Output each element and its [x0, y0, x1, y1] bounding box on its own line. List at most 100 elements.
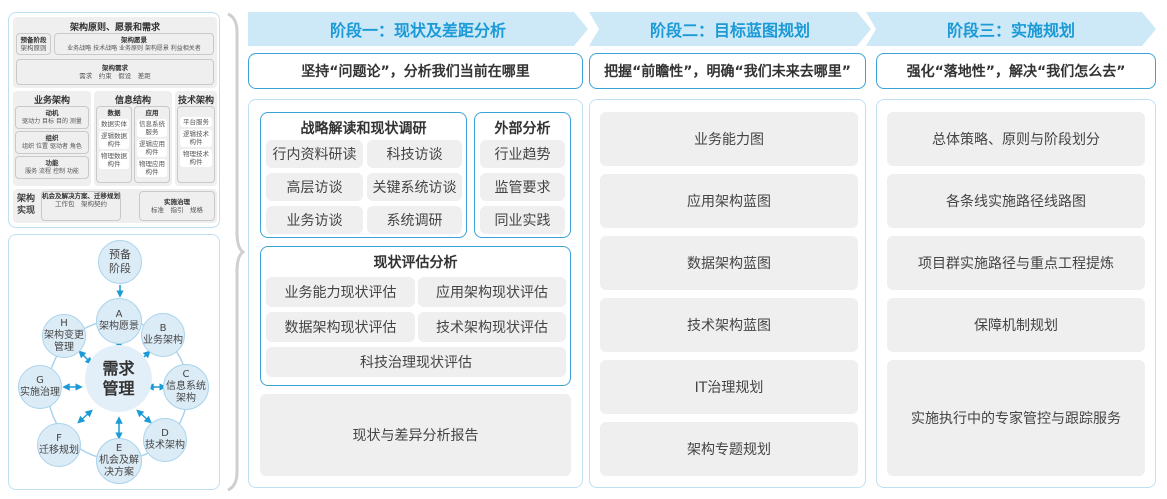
blueprint-item: 架构专题规划 [600, 422, 858, 476]
data-item: 逻辑数据构件 [99, 131, 129, 149]
business-section: 业务架构 动机驱动力 目标 目的 测量 组织组织 位置 驱动者 角色 功能服务 … [13, 91, 91, 186]
gap-report-box: 现状与差异分析报告 [260, 394, 571, 476]
organization-box: 组织组织 位置 驱动者 角色 [15, 131, 89, 154]
motivation-box: 动机驱动力 目标 目的 测量 [15, 106, 89, 129]
tech-section: 技术架构 平台服务逻辑技术构件物理技术构件 [175, 91, 217, 186]
implementation-item: 实施执行中的专家管控与跟踪服务 [887, 360, 1145, 476]
group-items: 服务 流程 控制 功能 [25, 168, 79, 175]
app-title: 应用 [145, 109, 159, 117]
assessment-item: 技术架构现状评估 [418, 312, 566, 342]
phase-letter: D [161, 428, 169, 439]
stage-2-header: 阶段二：目标蓝图规划 [589, 12, 871, 46]
implementation-item: 各条线实施路径线路图 [887, 174, 1145, 228]
research-item: 高层访谈 [266, 173, 363, 201]
requirements-management-circle[interactable]: 需求管理 [85, 345, 152, 412]
data-box: 数据数据实体逻辑数据构件物理数据构件 [96, 106, 132, 183]
prep-title: 预备阶段 [20, 36, 47, 44]
stage-2-subtitle: 把握“前瞻性”，明确“我们未来去哪里” [589, 53, 866, 89]
tech-title: 技术架构 [177, 96, 214, 106]
data-title: 数据 [107, 109, 121, 117]
research-item: 关键系统访谈 [367, 173, 462, 201]
stage-3-header: 阶段三：实施规划 [866, 12, 1156, 46]
governance-title: 实施治理 [164, 198, 190, 206]
prep-box: 预备阶段架构原则 [16, 33, 51, 55]
stage-3-subtitle: 强化“落地性”，解决“我们怎么去” [876, 53, 1156, 89]
phase-label: 架构变更管理 [44, 330, 84, 353]
governance-box: 实施治理标准 指引 规格 [139, 191, 215, 221]
phase-label: 实施治理 [20, 387, 60, 398]
tech-box: 平台服务逻辑技术构件物理技术构件 [177, 106, 215, 183]
tech-item: 物理技术构件 [180, 149, 212, 167]
assessment-group: 现状评估分析 业务能力现状评估 应用架构现状评估 数据架构现状评估 技术架构现状… [260, 246, 571, 386]
phase-letter: F [56, 433, 62, 444]
assessment-title: 现状评估分析 [373, 255, 458, 271]
assessment-item: 业务能力现状评估 [266, 277, 415, 307]
implementation-section: 架构实现 机会及解决方案、迁移规划工作包 架构契约 实施治理标准 指引 规格 [13, 189, 217, 223]
external-group: 外部分析 行业趋势 监管要求 同业实践 [474, 112, 571, 238]
app-item: 物理应用构件 [137, 159, 167, 177]
stage-1-subtitle: 坚持“问题论”，分析我们当前在哪里 [248, 53, 583, 89]
data-item: 物理数据构件 [99, 151, 129, 169]
principles-section: 架构原则、愿景和需求 预备阶段架构原则 架构愿景业务战略 技术战略 业务原则 架… [13, 17, 217, 88]
vision-items: 业务战略 技术战略 业务原则 架构愿景 利益相关者 [67, 45, 201, 52]
phase-letter: C [182, 369, 190, 380]
vision-box: 架构愿景业务战略 技术战略 业务原则 架构愿景 利益相关者 [54, 33, 214, 55]
phase-letter: B [159, 323, 167, 334]
phase-letter: A [115, 309, 123, 320]
info-section: 信息结构 数据数据实体逻辑数据构件物理数据构件 应用信息系统服务逻辑应用构件物理… [94, 91, 172, 186]
blueprint-item: IT治理规划 [600, 360, 858, 414]
prep-phase-circle[interactable]: 预备阶段 [98, 240, 142, 284]
research-title: 战略解读和现状调研 [300, 121, 427, 137]
phase-label: 机会及解决方案 [99, 455, 139, 478]
phase-label: 架构愿景 [99, 321, 139, 332]
phase-letter: H [60, 318, 68, 329]
tech-item: 逻辑技术构件 [180, 129, 212, 147]
group-items: 驱动力 目标 目的 测量 [22, 118, 82, 125]
external-item: 行业趋势 [480, 140, 565, 168]
info-title: 信息结构 [114, 96, 151, 106]
app-box: 应用信息系统服务逻辑应用构件物理应用构件 [134, 106, 170, 183]
togaf-content-panel: 架构原则、愿景和需求 预备阶段架构原则 架构愿景业务战略 技术战略 业务原则 架… [8, 12, 220, 228]
principles-title: 架构原则、愿景和需求 [69, 23, 160, 33]
phase-letter: E [115, 443, 123, 454]
implementation-item: 总体策略、原则与阶段划分 [887, 112, 1145, 166]
app-item: 信息系统服务 [137, 119, 167, 137]
vision-title: 架构愿景 [121, 36, 147, 44]
phase-label: 迁移规划 [39, 445, 79, 456]
research-item: 行内资料研读 [266, 140, 363, 168]
implementation-item: 保障机制规划 [887, 298, 1145, 352]
group-title: 动机 [45, 109, 59, 117]
research-item: 科技访谈 [367, 140, 462, 168]
tech-item: 平台服务 [180, 117, 212, 127]
center-label: 需求管理 [102, 358, 135, 398]
bracket-divider [227, 12, 245, 492]
phase-label: 信息系统架构 [166, 381, 206, 404]
assessment-item: 科技治理现状评估 [266, 347, 566, 377]
opportunity-box: 机会及解决方案、迁移规划工作包 架构契约 [41, 191, 121, 221]
governance-items: 标准 指引 规格 [151, 206, 203, 214]
research-group: 战略解读和现状调研 行内资料研读 科技访谈 高层访谈 关键系统访谈 业务访谈 系… [260, 112, 467, 238]
prep-label: 预备阶段 [109, 248, 131, 275]
blueprint-item: 业务能力图 [600, 112, 858, 166]
research-item: 业务访谈 [266, 206, 363, 234]
app-item: 逻辑应用构件 [137, 139, 167, 157]
phase-label: 技术架构 [145, 440, 185, 451]
group-title: 组织 [45, 134, 59, 142]
implementation-item: 项目群实施路径与重点工程提炼 [887, 236, 1145, 290]
phase-label: 业务架构 [143, 335, 183, 346]
external-item: 监管要求 [480, 173, 565, 201]
blueprint-item: 技术架构蓝图 [600, 298, 858, 352]
data-item: 数据实体 [99, 119, 129, 129]
opportunity-items: 工作包 架构契约 [55, 200, 107, 208]
opportunity-title: 机会及解决方案、迁移规划 [42, 192, 120, 200]
prep-items: 架构原则 [20, 44, 47, 52]
group-title: 功能 [45, 159, 59, 167]
